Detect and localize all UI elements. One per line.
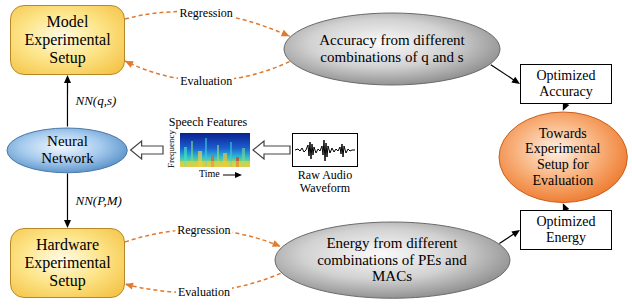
- node-label: Optimized Accuracy: [524, 68, 608, 99]
- setup-box: Model Experimental Setup: [10, 5, 125, 75]
- node-label: Energy from different combinations of PE…: [304, 235, 479, 285]
- text-block: Accuracy from different combinations of …: [305, 32, 480, 66]
- result-ellipse: Energy from different combinations of PE…: [274, 221, 511, 299]
- hollow-arrow: [253, 141, 290, 159]
- arrow-head: [272, 240, 281, 246]
- spectrogram-frame: Speech Features: [165, 132, 251, 168]
- edge-label: NN(P,M): [73, 194, 123, 208]
- node-label: Optimized Energy: [524, 214, 608, 245]
- node-label: Accuracy from different combinations of …: [305, 32, 480, 66]
- arrow-head: [125, 61, 134, 68]
- text-block: Energy from different combinations of PE…: [304, 235, 479, 285]
- text-block: Model Experimental Setup: [15, 13, 120, 67]
- waveform-frame: Raw Audio Waveform: [292, 133, 358, 167]
- connector: [491, 65, 520, 84]
- text-block: Hardware Experimental Setup: [15, 236, 120, 290]
- edge-label: NN(q,s): [73, 94, 118, 108]
- optimized-box: Optimized Energy: [520, 210, 612, 249]
- arrow-head: [511, 230, 520, 237]
- text-block: Neural Network: [32, 133, 102, 167]
- node-label: Hardware Experimental Setup: [15, 236, 120, 290]
- arrow-line: [499, 234, 514, 244]
- waveform-trace: [295, 140, 355, 161]
- spectrogram-ground: [180, 133, 250, 167]
- network-ellipse: Neural Network: [6, 127, 128, 174]
- edge-label: Regression: [175, 223, 232, 236]
- axis-label: Frequency: [167, 130, 176, 168]
- text-block: Speech Features: [169, 116, 247, 129]
- time-axis-line: [223, 175, 236, 176]
- node-label: Towards Experimental Setup for Evaluatio…: [517, 126, 609, 189]
- edge-label: Evaluation: [178, 74, 234, 87]
- node-label: Raw Audio Waveform: [280, 169, 370, 196]
- arrow-head: [64, 220, 71, 228]
- hollow-arrow: [131, 141, 163, 159]
- arrow-line: [67, 173, 68, 221]
- node-label: Speech Features: [169, 116, 247, 129]
- edge-label: Regression: [177, 7, 234, 20]
- connector: [253, 141, 290, 159]
- spectrogram-image: [180, 133, 250, 167]
- arrow-line: [67, 82, 68, 127]
- axis-label: Time: [199, 169, 220, 179]
- edge-label: Evaluation: [176, 286, 232, 299]
- arrow-head: [511, 77, 520, 84]
- goal-ellipse: Towards Experimental Setup for Evaluatio…: [498, 111, 628, 203]
- arrow-head: [281, 30, 290, 36]
- connector: [64, 75, 71, 127]
- node-label: Neural Network: [32, 133, 102, 167]
- connector: [499, 230, 520, 243]
- ellipse-shape: [499, 112, 627, 202]
- spectrogram-band: [180, 161, 250, 167]
- arrow-head: [125, 283, 134, 290]
- ellipse-shape: [7, 128, 127, 173]
- arrow-line: [491, 65, 514, 80]
- connector: [64, 173, 71, 228]
- time-axis-head: [235, 172, 242, 178]
- text-block: Towards Experimental Setup for Evaluatio…: [517, 126, 609, 189]
- text-block: Optimized Energy: [524, 214, 608, 245]
- arrow-head: [64, 75, 71, 83]
- node-label: Model Experimental Setup: [15, 13, 120, 67]
- connector: [131, 141, 163, 159]
- text-block: Optimized Accuracy: [524, 68, 608, 99]
- ellipse-shape: [275, 222, 510, 298]
- waveform-image: [292, 133, 358, 167]
- result-ellipse: Accuracy from different combinations of …: [283, 12, 501, 86]
- optimized-box: Optimized Accuracy: [520, 64, 612, 103]
- text-block: Raw Audio Waveform: [280, 169, 370, 196]
- ellipse-shape: [284, 13, 500, 85]
- setup-box: Hardware Experimental Setup: [10, 228, 125, 298]
